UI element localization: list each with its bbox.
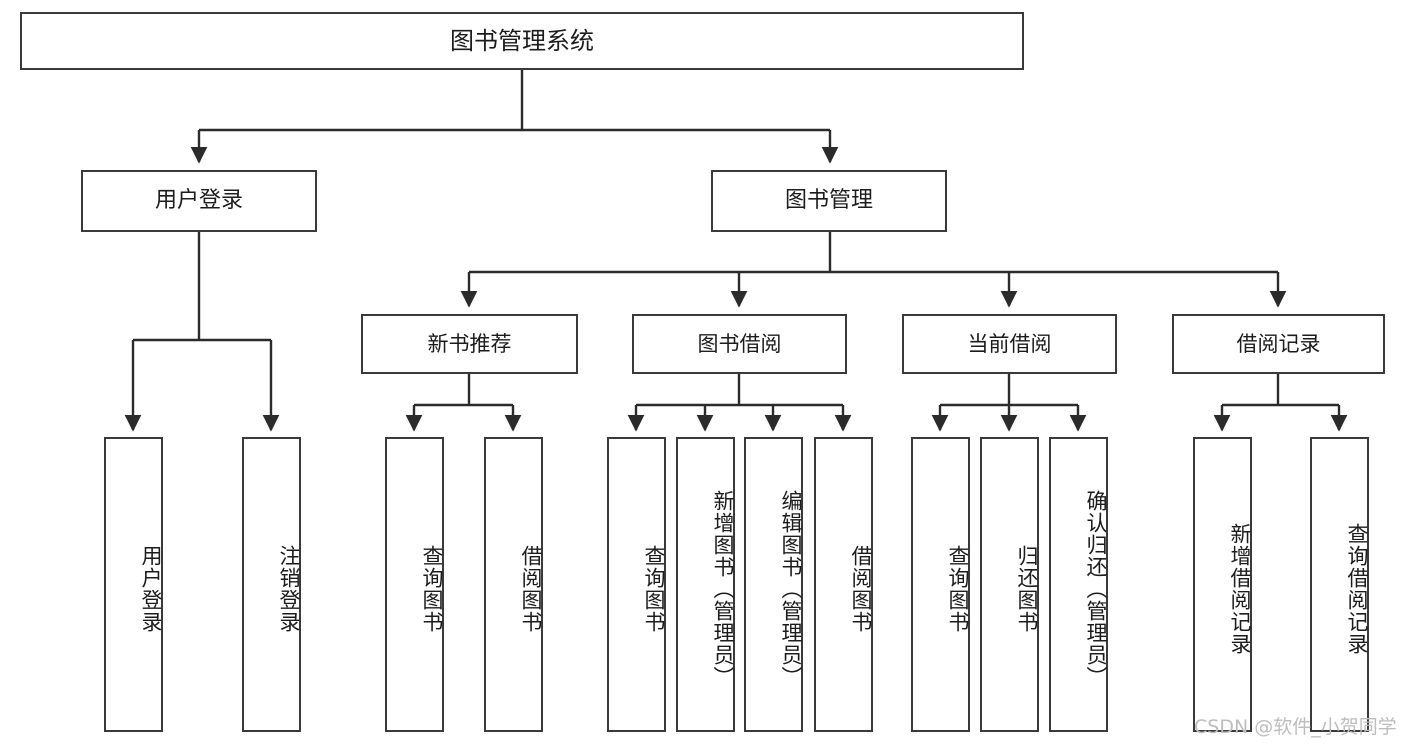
node-label: 图书借阅 bbox=[697, 331, 782, 356]
leaf-logout[interactable]: 注销登录 bbox=[242, 437, 301, 732]
node-current-borrow[interactable]: 当前借阅 bbox=[902, 314, 1117, 374]
node-user-login[interactable]: 用户登录 bbox=[81, 170, 317, 232]
node-label: 查询借阅记录 bbox=[1345, 522, 1369, 655]
leaf-edit-book[interactable]: 编辑图书（管理员） bbox=[744, 437, 803, 732]
node-label: 查询图书 bbox=[946, 544, 970, 633]
node-label: 用户登录 bbox=[154, 188, 243, 214]
node-label: 新增图书（管理员） bbox=[711, 489, 735, 688]
leaf-user-login[interactable]: 用户登录 bbox=[104, 437, 163, 732]
leaf-confirm-return[interactable]: 确认归还（管理员） bbox=[1049, 437, 1108, 732]
node-label: 注销登录 bbox=[277, 544, 301, 633]
node-label: 确认归还（管理员） bbox=[1084, 489, 1108, 688]
leaf-add-book[interactable]: 新增图书（管理员） bbox=[676, 437, 735, 732]
node-new-book-recommend[interactable]: 新书推荐 bbox=[361, 314, 578, 374]
leaf-return-book[interactable]: 归还图书 bbox=[980, 437, 1039, 732]
node-label: 新增借阅记录 bbox=[1228, 522, 1252, 655]
leaf-query-book-recommend[interactable]: 查询图书 bbox=[385, 437, 444, 732]
node-label: 借阅图书 bbox=[849, 544, 873, 633]
leaf-borrow-book[interactable]: 借阅图书 bbox=[814, 437, 873, 732]
leaf-query-book-current[interactable]: 查询图书 bbox=[911, 437, 970, 732]
node-root-system[interactable]: 图书管理系统 bbox=[20, 12, 1024, 70]
node-label: 归还图书 bbox=[1015, 544, 1039, 633]
node-label: 当前借阅 bbox=[967, 331, 1052, 356]
node-label: 新书推荐 bbox=[427, 331, 512, 356]
leaf-add-borrow-record[interactable]: 新增借阅记录 bbox=[1193, 437, 1252, 732]
node-label: 图书管理 bbox=[784, 188, 873, 214]
node-borrow-record[interactable]: 借阅记录 bbox=[1172, 314, 1385, 374]
node-label: 编辑图书（管理员） bbox=[779, 489, 803, 688]
node-label: 借阅图书 bbox=[519, 544, 543, 633]
node-label: 用户登录 bbox=[139, 544, 163, 633]
node-label: 查询图书 bbox=[420, 544, 444, 633]
leaf-borrow-book-recommend[interactable]: 借阅图书 bbox=[484, 437, 543, 732]
leaf-query-book-borrow[interactable]: 查询图书 bbox=[607, 437, 666, 732]
node-label: 图书管理系统 bbox=[450, 26, 594, 55]
leaf-query-borrow-record[interactable]: 查询借阅记录 bbox=[1310, 437, 1369, 732]
node-label: 查询图书 bbox=[642, 544, 666, 633]
watermark-text: CSDN @软件_小贺同学 bbox=[1194, 716, 1397, 738]
node-book-manage[interactable]: 图书管理 bbox=[711, 170, 947, 232]
node-label: 借阅记录 bbox=[1236, 331, 1321, 356]
node-book-borrow[interactable]: 图书借阅 bbox=[632, 314, 847, 374]
